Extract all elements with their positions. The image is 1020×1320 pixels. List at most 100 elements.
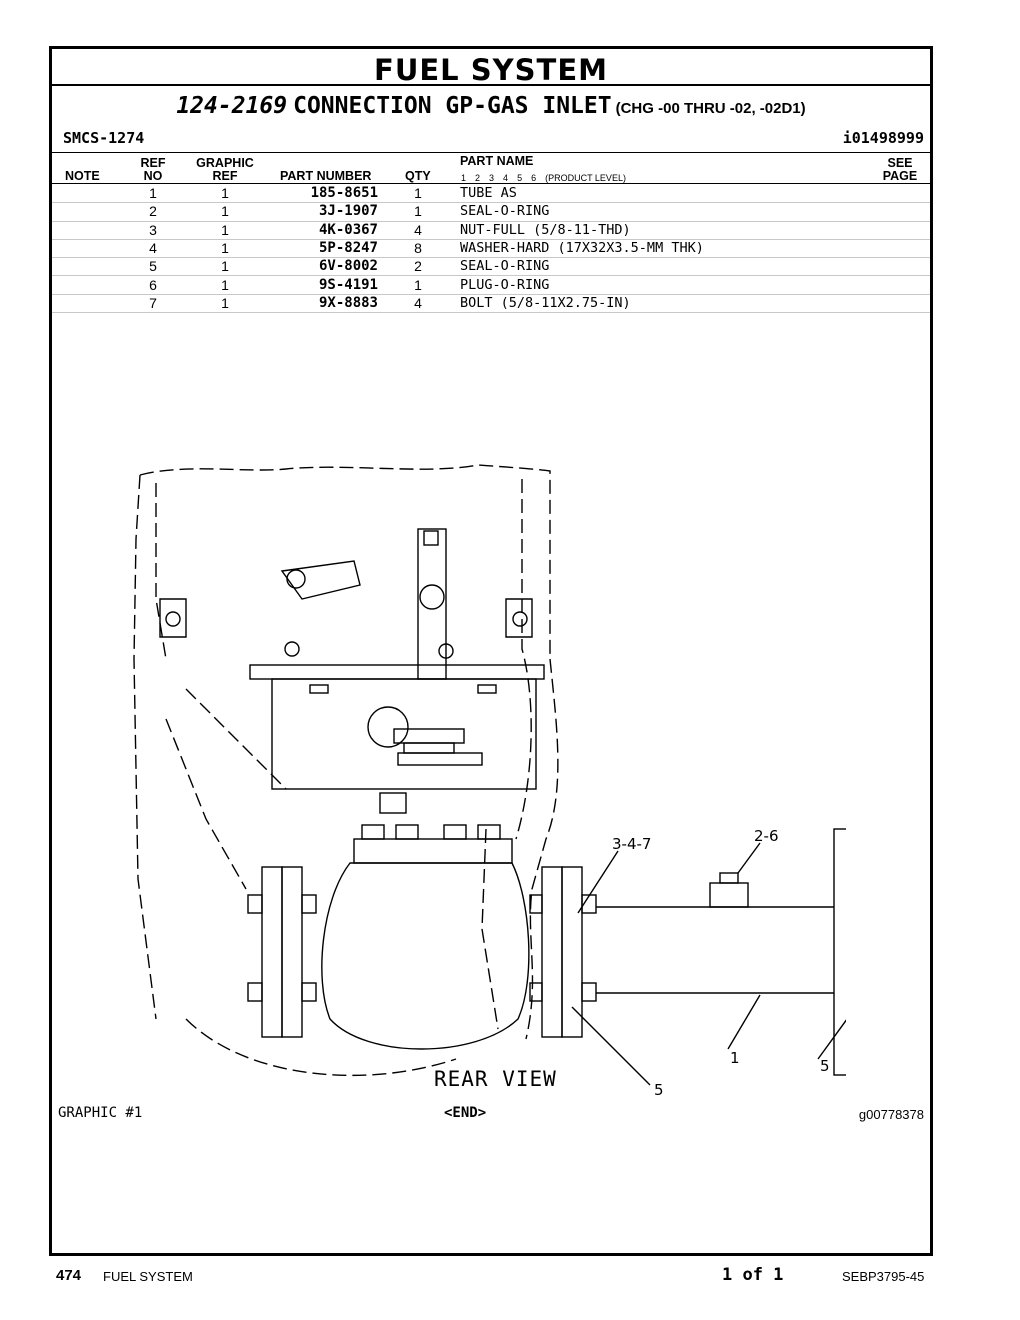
rod-nut-top: [423, 530, 439, 546]
ref-number: 5: [149, 258, 157, 275]
group-name: CONNECTION GP-GAS INLET: [293, 93, 612, 119]
part-number: 9S-4191: [318, 276, 378, 293]
part-number: 6V-8002: [318, 258, 378, 275]
left-flange-nut-top-outer: [247, 894, 263, 914]
part-name: TUBE AS: [460, 185, 517, 201]
product-level-1: 1: [461, 173, 467, 183]
part-name: NUT-FULL (5/8-11-THD): [460, 221, 631, 238]
end-marker: <END>: [444, 1105, 487, 1121]
graphic-ref: 1: [221, 239, 229, 256]
part-number: 5P-8247: [318, 239, 378, 256]
ref-number: 3: [149, 221, 157, 238]
document-ident: i01498999: [842, 129, 924, 147]
part-number: 9X-8883: [318, 294, 378, 311]
table-row: 4 1 5P-8247 8 WASHER-HARD (17X32X3.5-MM …: [52, 239, 930, 259]
callout-1: 1: [730, 1049, 740, 1067]
col-note: NOTE: [65, 169, 100, 183]
col-part-number: PART NUMBER: [280, 169, 372, 183]
left-flange-nut-bottom-outer: [247, 982, 263, 1002]
part-name: SEAL-O-RING: [460, 203, 550, 220]
ref-number: 4: [149, 239, 157, 256]
smcs-code: SMCS-1274: [63, 129, 145, 147]
col-see-bottom: PAGE: [882, 169, 918, 183]
actuator-boss: [367, 706, 409, 748]
small-nut-right: [477, 684, 497, 694]
mount-pad-right: [505, 598, 533, 638]
part-number: 185-8651: [310, 185, 378, 201]
rod-joint: [419, 584, 445, 610]
left-flange-plate-b: [281, 866, 303, 1038]
callout-5-left: 5: [654, 1081, 664, 1099]
ref-number: 6: [149, 276, 157, 293]
quantity: 4: [414, 294, 422, 311]
quantity: 2: [414, 258, 422, 275]
graphic-ref: 1: [221, 258, 229, 275]
ref-number: 2: [149, 203, 157, 220]
right-flange-nut-bottom-inner: [581, 982, 597, 1002]
right-flange-nut-top-outer: [529, 894, 543, 914]
small-nut-left: [309, 684, 329, 694]
valve-stem: [379, 792, 407, 814]
table-row: 7 1 9X-8883 4 BOLT (5/8-11X2.75-IN): [52, 294, 930, 314]
col-part-name: PART NAME: [460, 154, 534, 168]
actuator-plate: [249, 664, 545, 680]
actuator-body: [271, 678, 537, 790]
header-divider: [52, 152, 930, 153]
leader-26: [737, 842, 761, 874]
part-name: WASHER-HARD (17X32X3.5-MM THK): [460, 239, 704, 256]
col-ref-top: REF: [140, 156, 166, 170]
callout-3-4-7: 3-4-7: [612, 835, 651, 853]
product-level-5: 5: [517, 173, 523, 183]
inner-contour-1: [185, 688, 287, 790]
page-title: FUEL SYSTEM: [374, 53, 608, 87]
product-level-3: 3: [489, 173, 495, 183]
callout-5-right: 5: [820, 1057, 830, 1075]
quantity: 4: [414, 221, 422, 238]
inner-outline-left: [155, 483, 167, 660]
footer-page-of: 1 of 1: [722, 1265, 784, 1285]
product-level-4: 4: [503, 173, 509, 183]
mount-pad-left: [159, 598, 187, 638]
valve-bonnet: [353, 838, 513, 864]
linkage-lever: [280, 560, 361, 600]
product-level-label: (PRODUCT LEVEL): [545, 173, 626, 183]
graphic-label: GRAPHIC #1: [58, 1105, 143, 1121]
graphic-ref: 1: [221, 221, 229, 238]
inner-contour-3: [481, 828, 499, 1030]
column-divider: [52, 183, 930, 184]
part-name: PLUG-O-RING: [460, 276, 550, 293]
bonnet-nut-1: [361, 824, 385, 840]
tube-boss: [709, 882, 749, 908]
ref-number: 1: [149, 185, 157, 201]
lever-stack-3: [397, 752, 483, 766]
table-row: 1 1 185-8651 1 TUBE AS: [52, 184, 930, 204]
graphic-ref: 1: [221, 203, 229, 220]
bonnet-nut-4: [477, 824, 501, 840]
housing-outline-right: [525, 658, 559, 1040]
lever-stack-1: [393, 728, 465, 744]
table-row: 6 1 9S-4191 1 PLUG-O-RING: [52, 276, 930, 295]
quantity: 1: [414, 185, 422, 201]
graphic-ref: 1: [221, 294, 229, 311]
right-flange-plate-a: [541, 866, 563, 1038]
view-label: REAR VIEW: [434, 1067, 557, 1091]
part-number: 4K-0367: [318, 221, 378, 238]
product-level-6: 6: [531, 173, 537, 183]
left-flange-nut-top-inner: [301, 894, 317, 914]
col-ref-bottom: NO: [143, 169, 163, 183]
housing-outline-top: [139, 464, 551, 659]
parts-illustration: 3-4-7 2-6 1 5 5: [133, 464, 846, 1099]
leader-1: [727, 994, 761, 1050]
right-flange-nut-bottom-outer: [529, 982, 543, 1002]
col-see-top: SEE: [887, 156, 913, 170]
part-name: BOLT (5/8-11X2.75-IN): [460, 294, 631, 311]
table-row: 2 1 3J-1907 1 SEAL-O-RING: [52, 202, 930, 222]
graphic-ref: 1: [221, 276, 229, 293]
tube-end-flange: [833, 828, 846, 1076]
valve-body: [321, 862, 530, 1050]
inner-contour-2: [165, 718, 247, 890]
tube-plug: [719, 872, 739, 884]
